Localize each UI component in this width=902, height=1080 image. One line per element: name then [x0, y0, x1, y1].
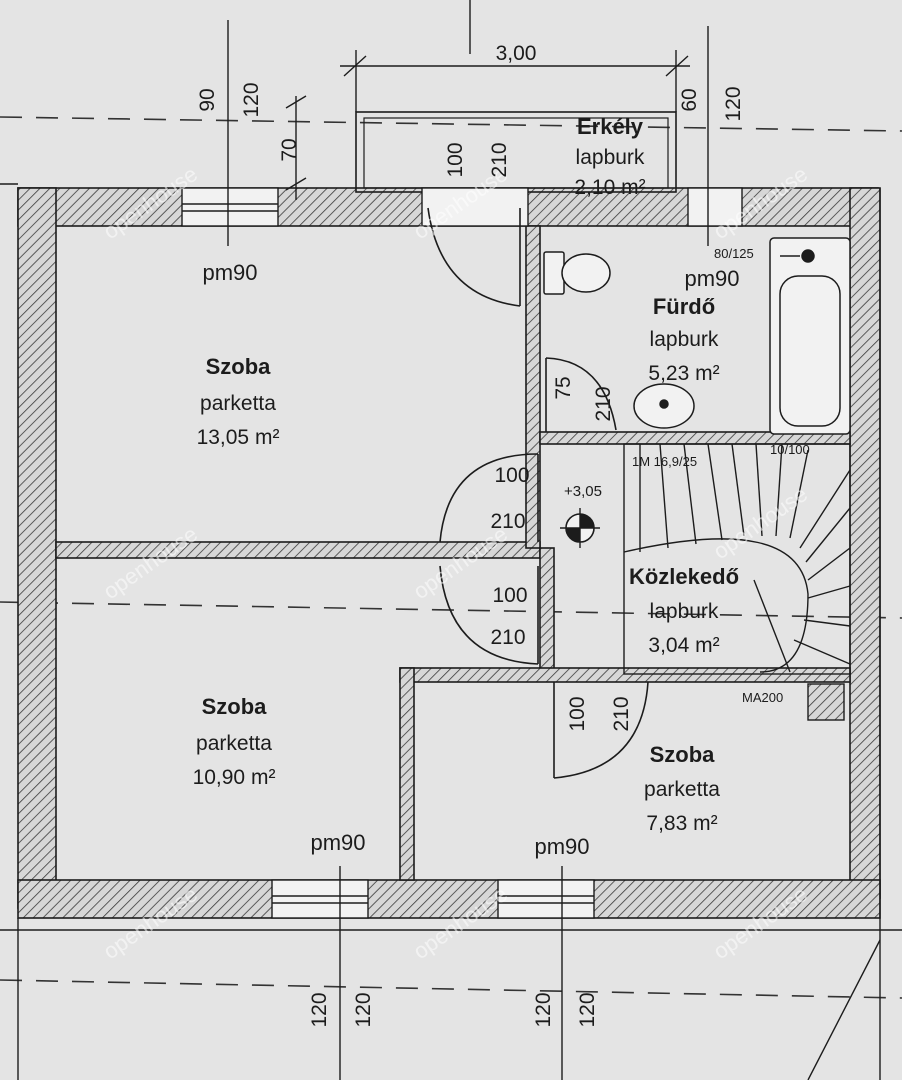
- dim-top-left-a: 90: [196, 88, 219, 111]
- room-se-area: 7,83 m²: [646, 812, 717, 835]
- dim-top-right-a: 60: [678, 88, 701, 111]
- dim-balcony-door-w: 100: [444, 142, 467, 177]
- room-sw-name: Szoba: [202, 694, 268, 719]
- annotations: 80/125 1M 16,9/25 10/100 +3,05 MA200: [564, 246, 810, 705]
- window-tag-bath: pm90: [684, 266, 739, 291]
- room-nw-area: 13,05 m²: [197, 426, 280, 449]
- balcony: [355, 111, 677, 227]
- sink-icon: [633, 383, 695, 429]
- dim-door-nw-h: 210: [490, 510, 525, 533]
- dim-bottom-2: 120: [352, 992, 375, 1027]
- corridor-name: Közlekedő: [629, 564, 739, 589]
- balcony-area: 2,10 m²: [574, 176, 645, 199]
- window-tag-nw: pm90: [202, 260, 257, 285]
- dim-bottom-3: 120: [532, 992, 555, 1027]
- level-marker-icon: [560, 508, 600, 548]
- tub-size-label: 80/125: [714, 246, 754, 261]
- bathtub-icon: [769, 237, 851, 435]
- window-tag-sw: pm90: [310, 830, 365, 855]
- balcony-name: Erkély: [577, 114, 644, 139]
- dim-bottom-4: 120: [576, 992, 599, 1027]
- dim-door-sw-w: 100: [492, 584, 527, 607]
- window-tags: pm90 pm90 pm90 pm90: [202, 260, 739, 859]
- dim-bath-door-h: 210: [592, 386, 615, 421]
- corridor-area: 3,04 m²: [648, 634, 719, 657]
- bathroom-name: Fürdő: [653, 294, 715, 319]
- dimension-lines: [227, 0, 709, 1080]
- room-sw-floor: parketta: [196, 732, 272, 755]
- bathroom-floor: lapburk: [650, 328, 719, 351]
- dim-top-left-c: 70: [278, 138, 301, 161]
- window-tag-se: pm90: [534, 834, 589, 859]
- toilet-icon: [543, 251, 611, 295]
- stair-spec-label: 1M 16,9/25: [632, 454, 697, 469]
- bathroom-area: 5,23 m²: [648, 362, 719, 385]
- room-nw-floor: parketta: [200, 392, 276, 415]
- dim-top-left-b: 120: [240, 82, 263, 117]
- balcony-floor: lapburk: [576, 146, 645, 169]
- dimension-labels-vertical: 90 120 70 60 120 100 210 75 210 100 210 …: [196, 82, 745, 1027]
- walls: [17, 187, 881, 919]
- radiator-label: 10/100: [770, 442, 810, 457]
- corridor-floor: lapburk: [650, 600, 719, 623]
- dim-door-sw-h: 210: [490, 626, 525, 649]
- outline: [0, 183, 902, 1080]
- room-se-name: Szoba: [650, 742, 716, 767]
- windows: [181, 187, 743, 919]
- room-se-floor: parketta: [644, 778, 720, 801]
- dim-top-right-b: 120: [722, 86, 745, 121]
- dim-door-se-h: 210: [610, 696, 633, 731]
- vent-icon: [807, 683, 845, 721]
- dim-balcony-width: 3,00: [496, 42, 537, 65]
- dim-bottom-1: 120: [308, 992, 331, 1027]
- dim-bath-door-w: 75: [552, 376, 575, 399]
- dim-door-nw-w: 100: [494, 464, 529, 487]
- doors: [427, 207, 649, 779]
- room-sw-area: 10,90 m²: [193, 766, 276, 789]
- dim-balcony-door-h: 210: [488, 142, 511, 177]
- staircase-icon: [623, 443, 851, 675]
- room-labels: Erkély lapburk 2,10 m² Fürdő lapburk 5,2…: [193, 114, 739, 835]
- dim-door-se-w: 100: [566, 696, 589, 731]
- ma-label: MA200: [742, 690, 783, 705]
- level-label: +3,05: [564, 483, 602, 500]
- room-nw-name: Szoba: [206, 354, 272, 379]
- dimension-labels-horizontal: 3,00 100 210 100 210: [490, 42, 536, 649]
